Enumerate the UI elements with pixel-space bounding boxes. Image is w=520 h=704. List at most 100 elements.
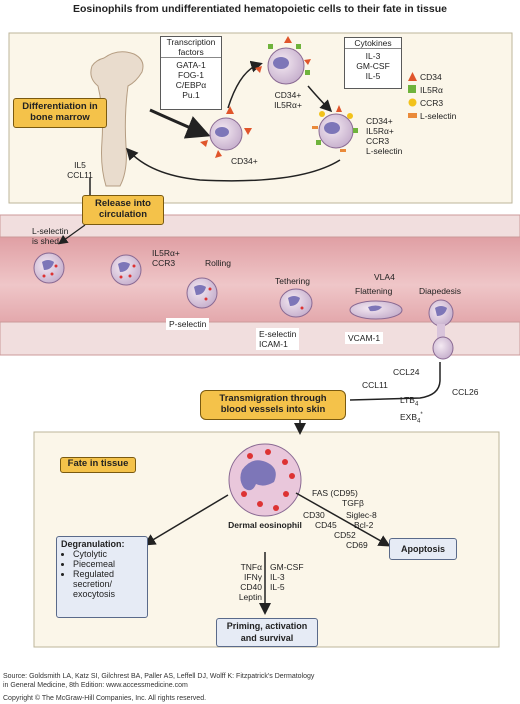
arrow-to-apoptosis [295,492,391,547]
flattening-cell [349,300,403,320]
cell2-label-1: CD34+ [274,90,302,100]
cell1-label: CD34+ [231,156,258,166]
inducer-item: TGFβ [342,498,364,508]
arrow-to-degranulation [143,494,229,546]
marrow-label-line2: bone marrow [30,112,90,123]
ltb4-label: LTB4 [400,395,418,410]
release-label-box: Release into circulation [82,195,164,225]
marrow-label-line1: Differentiation in [22,101,98,112]
degranulation-item: Regulated secretion/ exocytosis [73,569,143,599]
cytokine-item: IL-5 [365,71,381,81]
cell3-label-item: CCR3 [366,136,390,146]
legend-label: CCR3 [420,97,444,108]
diapedesis-label: Diapedesis [419,286,462,296]
legend-label: L-selectin [420,110,457,121]
rolling-label: Rolling [205,258,231,268]
inducer-item: FAS (CD95) [312,488,358,498]
release-line2: circulation [98,209,148,220]
cell3-label-item: L-selectin [366,146,403,156]
ltb4-text: LTB [400,395,415,405]
source-line2: in General Medicine, 8th Edition: www.ac… [3,682,188,689]
legend-item: CCR3 [408,96,488,109]
eosinophil-label: Dermal eosinophil [228,520,302,530]
square-icon [408,85,416,93]
exb4-text: EXB [400,411,418,422]
page-title: Eosinophils from undifferentiated hemato… [73,3,447,15]
marrow-mediators: IL5 CCL11 [62,160,98,180]
legend: CD34 IL5Rα CCR3 L-selectin [408,70,488,122]
arrow-cell3-to-bone [126,147,341,182]
vessel-wall-top [0,214,520,238]
arrow-shed [58,224,86,245]
copyright: Copyright © The McGraw-Hill Companies, I… [3,695,207,702]
legend-item: IL5Rα [408,83,488,96]
apoptosis-markers-left: CD30 CD45 [303,510,337,530]
tethering-cell [279,288,313,318]
cell2-label-2: IL5Rα+ [274,100,302,110]
marker-item: Bcl-2 [354,520,374,530]
vcam-label: VCAM-1 [345,332,384,344]
mediator-il5: IL5 [74,160,86,170]
priming-item: IL-3 [270,572,285,582]
lselectin-shed-2: is shed [32,236,59,246]
legend-item: CD34 [408,70,488,83]
adhesion-molecules-label: E-selectin ICAM-1 [256,328,300,350]
priming-item: IFNγ [244,572,262,582]
transcription-title-1: Transcription [166,37,216,47]
cell3-label: CD34+ IL5Rα+ CCR3 L-selectin [366,116,402,156]
triangle-icon [408,72,417,81]
tf-item: Pu.1 [182,90,200,100]
priming-item: Leptin [238,592,262,602]
flattening-label: Flattening [355,286,393,296]
source-citation: Source: Goldsmith LA, Katz SI, Gilchrest… [3,672,314,690]
cytokines-title: Cytokines [345,38,401,49]
cell3-label-item: CD34+ [366,116,393,126]
progenitor-cell-1 [200,106,252,158]
circle-icon [408,98,417,107]
rect-icon [408,113,417,118]
marrow-label-box: Differentiation in bone marrow [13,98,107,128]
exb4-label: EXB4* [400,410,423,427]
arrow-cell1-to-cell2 [227,60,263,109]
priming-item: CD40 [240,582,262,592]
marker-item: Siglec-8 [346,510,377,520]
cytokine-item: GM-CSF [356,61,390,71]
arrow-transmigration [349,362,441,401]
priming-line1: Priming, activation [226,621,308,631]
transcription-title-2: factors [161,47,221,58]
ccl24-label: CCL24 [393,367,420,377]
progenitor-cell-2 [255,36,311,85]
vla4-label: VLA4 [374,272,395,282]
legend-label: CD34 [420,71,442,82]
marker-item: CD45 [315,520,337,530]
transmigration-line1: Transmigration through [219,393,327,404]
priming-line2: and survival [240,633,294,643]
diapedesis-cell [428,299,454,360]
fate-label-box: Fate in tissue [60,457,136,473]
marker-item: CD69 [346,540,368,550]
cell2-label: CD34+ IL5Rα+ [266,90,310,110]
rolling-cell [186,277,218,309]
dermal-eosinophil-illustration [228,443,302,517]
tf-item: C/EBPα [175,80,207,90]
arrow-bone-to-cell1 [149,108,211,139]
lselectin-shed-1: L-selectin [32,226,69,236]
cell3-label-item: IL5Rα+ [366,126,394,136]
cytokines-box: Cytokines IL-3 GM-CSF IL-5 [344,37,402,89]
priming-item: GM-CSF [270,562,304,572]
bone-illustration [90,51,144,187]
degranulation-item: Piecemeal [73,559,143,569]
exb4-sup: * [420,412,423,418]
degranulation-title: Degranulation: [61,539,125,549]
degranulation-box: Degranulation: Cytolytic Piecemeal Regul… [56,536,148,618]
apoptosis-inducers: FAS (CD95) TGFβ [312,488,364,508]
lselectin-shed-label: L-selectin is shed [32,226,68,246]
source-line1: Source: Goldsmith LA, Katz SI, Gilchrest… [3,673,315,680]
exb4-sub: 4 [417,418,421,425]
ccl11-label: CCL11 [362,380,388,390]
priming-right: GM-CSF IL-3 IL-5 [270,562,304,592]
marker-item: CD52 [334,530,356,540]
legend-label: IL5Rα [420,84,443,95]
ltb4-sub: 4 [414,401,419,408]
circulating-cell-2 [110,254,142,286]
